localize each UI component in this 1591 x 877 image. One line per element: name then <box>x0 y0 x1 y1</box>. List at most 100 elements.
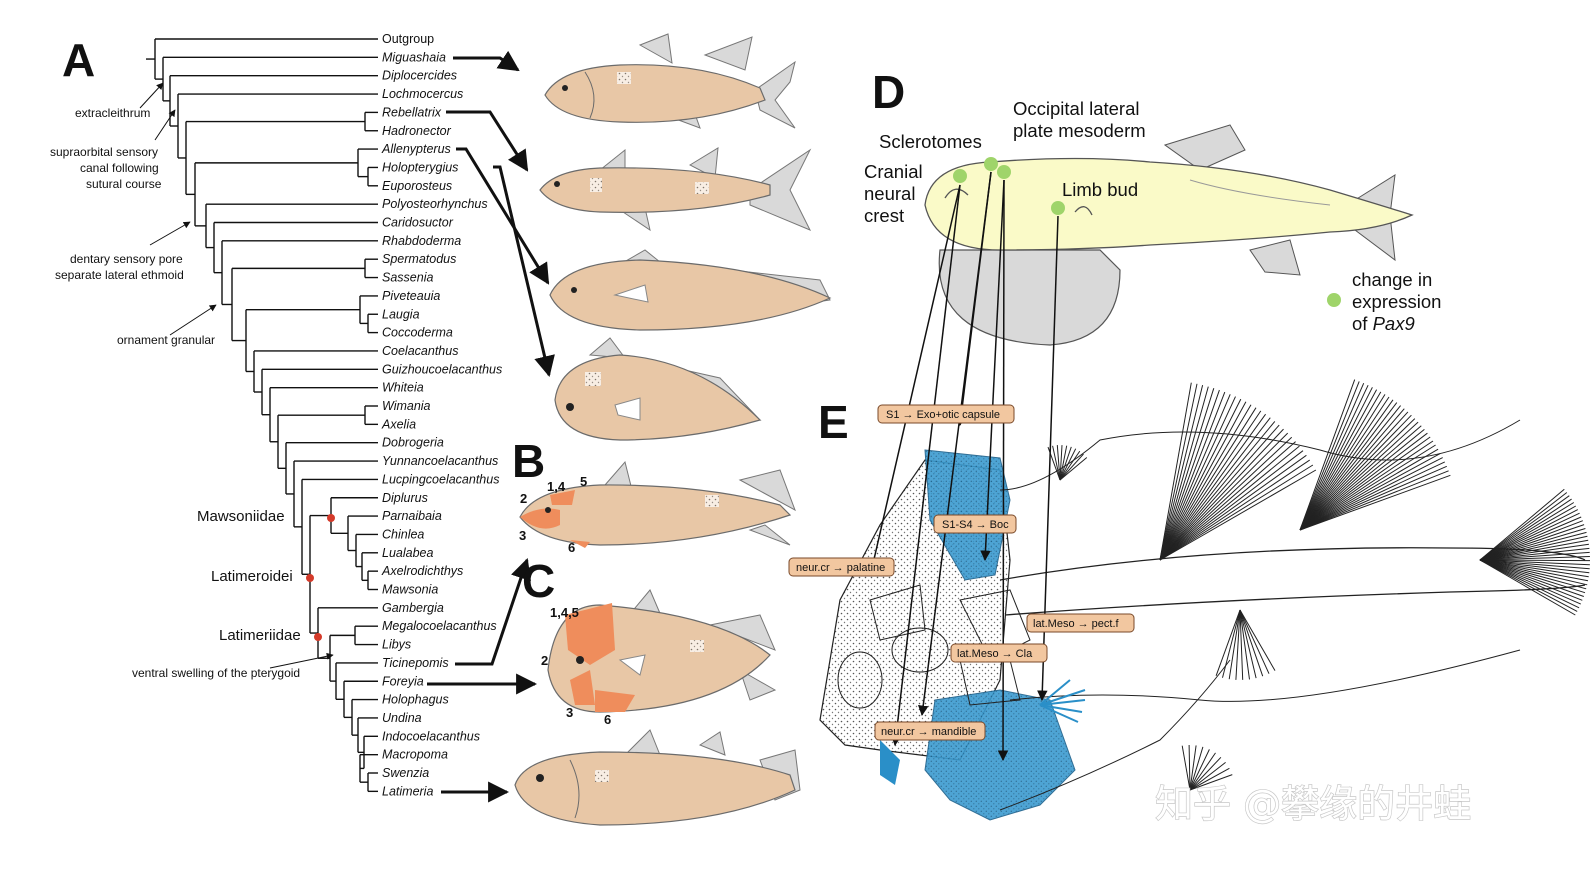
annotation-supraorbital-line1: supraorbital sensory <box>50 145 158 159</box>
fish-allenypterus <box>539 147 812 232</box>
fin-ray <box>1299 384 1369 531</box>
watermark: 知乎 @攀缘的井蛙 <box>1155 782 1471 826</box>
fin-ray <box>1059 446 1072 481</box>
fin-ray <box>1479 509 1579 561</box>
tag-neurcr-mandible: neur.cr → mandible <box>874 721 986 741</box>
fin-ray <box>1299 418 1416 531</box>
fin-ray <box>1159 382 1192 561</box>
fin-ray <box>1188 744 1191 791</box>
taxon-label: Undina <box>382 711 422 725</box>
taxon-label: Outgroup <box>382 32 434 46</box>
annotation-extracleithrum: extracleithrum <box>75 106 150 120</box>
bone-number-c-6: 6 <box>604 712 611 727</box>
cladogram-branches <box>146 38 378 793</box>
pax9-dot-limb-bud <box>1051 201 1065 215</box>
fin-ray <box>1479 559 1582 605</box>
node-mawsoniidae <box>327 514 335 522</box>
annotation-dentary-line1: dentary sensory pore <box>70 252 183 266</box>
fin-ray <box>1479 559 1590 574</box>
taxon-label: Libys <box>382 638 411 652</box>
label-occipital-line1: Occipital lateral <box>1013 98 1139 119</box>
fin-ray <box>1181 745 1191 791</box>
fin-ray <box>1159 445 1300 561</box>
fin-ray <box>1299 421 1419 531</box>
tag-neurcr-palatine: neur.cr → palatine <box>788 557 895 577</box>
panel-label-b: B <box>512 435 545 487</box>
fin-ray <box>1479 559 1588 586</box>
fin-ray <box>1189 767 1230 791</box>
tag-s1s4-boc: S1-S4 → Boc <box>933 514 1017 534</box>
fin-ray <box>1479 551 1590 561</box>
fin-ray <box>1159 398 1242 561</box>
fin-ray <box>1299 465 1447 531</box>
fin-ray <box>1159 464 1314 561</box>
fin-ray <box>1299 448 1439 531</box>
fin-ray <box>1159 401 1247 561</box>
fin-ray <box>1299 381 1360 531</box>
fin-ray <box>1228 609 1241 680</box>
clade-latimeriidae: Latimeriidae <box>219 627 301 644</box>
fin-ray <box>1159 454 1307 561</box>
fin-ray <box>1159 424 1280 561</box>
skeleton-illustration <box>819 379 1591 821</box>
fin-ray <box>1479 559 1589 582</box>
taxon-label: Lochmocercus <box>382 87 463 101</box>
fin-ray <box>1159 396 1236 561</box>
bone-number-b-6: 6 <box>568 540 575 555</box>
annotation-supraorbital-line3: sutural course <box>86 177 162 191</box>
fin-ray <box>1479 539 1589 561</box>
pax9-expression-dots <box>953 157 1341 307</box>
fin-ray <box>1189 745 1197 791</box>
taxon-label: Holophagus <box>382 693 449 707</box>
bone-number-b-3: 3 <box>519 528 526 543</box>
taxon-label: Diplurus <box>382 491 428 505</box>
fin-ray <box>1479 528 1586 561</box>
fin-ray <box>1479 492 1568 561</box>
fin-ray <box>1479 535 1588 561</box>
fin-ray <box>1479 559 1589 578</box>
fin-ray <box>1222 609 1241 678</box>
legend-line3-prefix: of <box>1352 313 1373 334</box>
fin-ray <box>1239 609 1264 677</box>
fin-ray <box>1299 379 1356 531</box>
fin-ray <box>1479 520 1583 561</box>
fin-ray <box>1479 559 1591 562</box>
fin-ray <box>1479 502 1575 561</box>
fin-ray <box>1159 417 1271 561</box>
clade-latimeroidei: Latimeroidei <box>211 568 293 585</box>
fish-b-mawsoniid <box>519 460 796 548</box>
node-latimeriidae <box>314 633 322 641</box>
legend-gene-name: Pax9 <box>1373 313 1415 334</box>
fin-ray <box>1159 391 1226 561</box>
taxon-label: Piveteauia <box>382 289 440 303</box>
fin-ray <box>1299 394 1386 531</box>
label-cranial-line1: Cranial <box>864 161 923 182</box>
taxon-label: Axelrodichthys <box>381 564 463 578</box>
taxon-label: Caridosuctor <box>382 216 454 230</box>
svg-text:S1-S4 → Boc: S1-S4 → Boc <box>942 519 1009 531</box>
taxon-label: Lualabea <box>382 546 433 560</box>
fin-ray <box>1159 459 1310 561</box>
fin-ray <box>1299 470 1449 531</box>
pax9-dot-sclerotome <box>984 157 998 171</box>
fin-ray <box>1159 394 1231 561</box>
fin-ray <box>1479 559 1578 612</box>
taxon-label: Allenypterus <box>381 142 451 156</box>
fin-ray <box>1299 436 1431 531</box>
fish-ticinepomis <box>554 337 762 441</box>
fin-ray <box>1159 413 1267 561</box>
label-limb-bud: Limb bud <box>1062 179 1138 200</box>
svg-text:neur.cr → mandible: neur.cr → mandible <box>881 726 976 738</box>
fish-c-foreyia <box>547 589 777 713</box>
taxon-label: Polyosteorhynchus <box>382 197 488 211</box>
fin-ray <box>1159 407 1257 561</box>
taxon-label: Spermatodus <box>382 252 456 266</box>
label-cranial-line3: crest <box>864 205 904 226</box>
taxon-label: Mawsonia <box>382 583 438 597</box>
taxon-label: Laugia <box>382 307 420 321</box>
fish-holopterygius <box>549 249 832 331</box>
annotation-dentary-line2: separate lateral ethmoid <box>55 268 184 282</box>
fin-ray <box>1159 421 1276 561</box>
